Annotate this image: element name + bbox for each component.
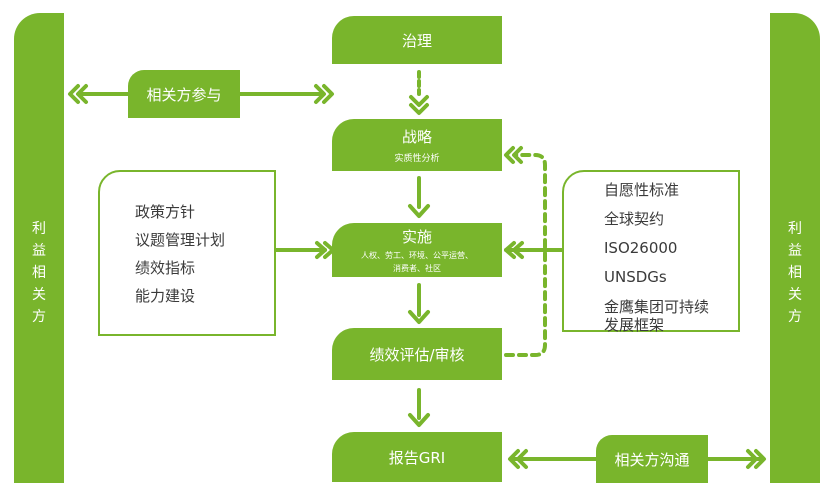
left-pillar-label: 利 益 相 关 方 (32, 221, 46, 325)
standards-list: 自愿性标准 全球契约 ISO26000 UNSDGs 金鹰集团可持续发展框架 (604, 176, 716, 334)
implementation-sublabel-line1: 人权、劳工、环境、公平运营、 (361, 250, 473, 260)
implementation-label: 实施 (401, 227, 432, 246)
list-item: 金鹰集团可持续发展框架 (604, 298, 710, 334)
participation-label: 相关方参与 (146, 85, 222, 104)
governance-label: 治理 (401, 31, 432, 50)
list-item: 自愿性标准 (604, 181, 680, 199)
list-item: 议题管理计划 (135, 231, 226, 249)
participation-arrow-right-head (314, 84, 326, 104)
governance-box: 治理 (332, 16, 502, 64)
left-stakeholder-pillar: 利 益 相 关 方 (14, 13, 64, 483)
list-item: ISO26000 (604, 239, 678, 257)
participation-arrow-left-head (68, 84, 80, 104)
report-box: 报告GRI (332, 432, 502, 482)
implementation-sublabel-line2: 消费者、社区 (393, 263, 441, 273)
evaluation-label: 绩效评估/审核 (369, 345, 465, 364)
strategy-box: 战略 实质性分析 (332, 119, 502, 171)
management-tools-list: 政策方针 议题管理计划 绩效指标 能力建设 (135, 198, 225, 310)
list-item: 绩效指标 (135, 259, 196, 277)
strategy-label: 战略 (401, 128, 432, 146)
evaluation-box: 绩效评估/审核 (332, 328, 502, 380)
list-item: 能力建设 (135, 287, 196, 305)
strategy-sublabel: 实质性分析 (394, 154, 440, 164)
list-item: 政策方针 (135, 203, 196, 221)
communication-label: 相关方沟通 (614, 450, 690, 469)
implementation-box: 实施 人权、劳工、环境、公平运营、 消费者、社区 (332, 223, 502, 277)
stakeholder-participation-tag: 相关方参与 (128, 70, 240, 118)
communication-arrow-left-head (508, 449, 520, 469)
right-pillar-label: 利 益 相 关 方 (788, 221, 802, 325)
communication-arrow-right-head (746, 449, 758, 469)
list-item: 全球契约 (604, 210, 665, 228)
feedback-loop-dashed-arrow (504, 153, 547, 357)
report-label: 报告GRI (388, 448, 446, 467)
right-stakeholder-pillar: 利 益 相 关 方 (770, 13, 820, 483)
standards-box: 自愿性标准 全球契约 ISO26000 UNSDGs 金鹰集团可持续发展框架 (562, 170, 740, 334)
management-tools-box: 政策方针 议题管理计划 绩效指标 能力建设 (98, 170, 276, 336)
stakeholder-communication-tag: 相关方沟通 (596, 435, 708, 483)
list-item: UNSDGs (604, 268, 667, 286)
